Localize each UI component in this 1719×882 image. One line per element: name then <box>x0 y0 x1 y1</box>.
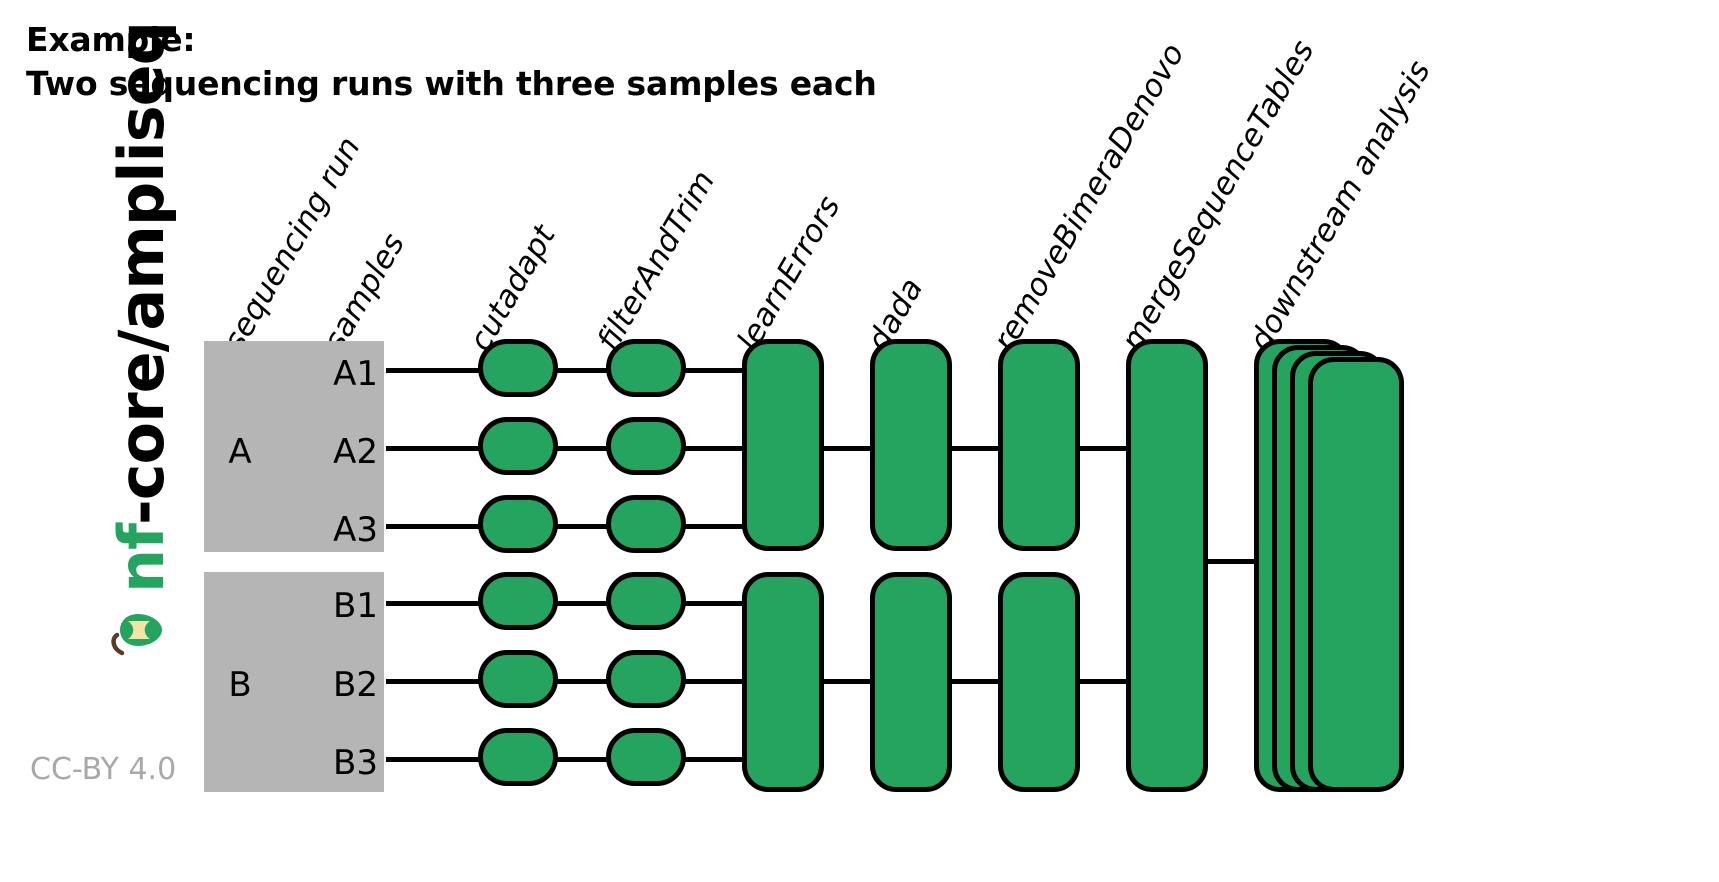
column-header-samples: samples <box>316 227 413 357</box>
edge-B2-cutadapt <box>386 679 482 684</box>
edge-cutadapt-filter-A2 <box>552 446 610 451</box>
node-filterandtrim-B1[interactable] <box>606 572 686 630</box>
edge-filter-learnerrors-A3 <box>682 524 746 529</box>
column-header-learnerrors: learnErrors <box>730 190 848 357</box>
edge-cutadapt-filter-B3 <box>552 757 610 762</box>
node-dada-A[interactable] <box>870 339 952 551</box>
node-filterandtrim-B2[interactable] <box>606 650 686 708</box>
nf-core-apple-logo-icon <box>110 597 168 663</box>
edge-B1-cutadapt <box>386 601 482 606</box>
edge-filter-learnerrors-A2 <box>682 446 746 451</box>
nf-core-branding: nf-core/ampliseq <box>12 22 178 663</box>
edge-dada-bimera-B <box>948 679 1006 684</box>
brand-wordmark: nf-core/ampliseq <box>105 22 178 593</box>
node-filterandtrim-A3[interactable] <box>606 495 686 553</box>
node-cutadapt-B2[interactable] <box>478 650 558 708</box>
title-line-2: Two sequencing runs with three samples e… <box>26 63 877 103</box>
column-header-cutadapt: cutadapt <box>462 219 563 357</box>
run-panel-B <box>204 572 384 792</box>
edge-cutadapt-filter-A1 <box>552 368 610 373</box>
sample-label-A3: A3 <box>333 510 378 550</box>
edge-cutadapt-filter-B1 <box>552 601 610 606</box>
edge-A2-cutadapt <box>386 446 482 451</box>
node-filterandtrim-A1[interactable] <box>606 339 686 397</box>
node-filterandtrim-A2[interactable] <box>606 417 686 475</box>
page-title: Example: Two sequencing runs with three … <box>26 18 877 105</box>
sample-label-A2: A2 <box>333 432 378 472</box>
node-dada-B[interactable] <box>870 572 952 792</box>
run-panel-A <box>204 341 384 552</box>
edge-cutadapt-filter-A3 <box>552 524 610 529</box>
run-label-B: B <box>228 665 252 705</box>
node-learnerrors-B[interactable] <box>742 572 824 792</box>
edge-filter-learnerrors-A1 <box>682 368 746 373</box>
sample-label-B3: B3 <box>333 743 378 783</box>
node-cutadapt-B3[interactable] <box>478 728 558 786</box>
edge-bimera-merge-B <box>1076 679 1134 684</box>
node-removebimeradenovo-A[interactable] <box>998 339 1080 551</box>
title-line-1: Example: <box>26 20 196 59</box>
edge-filter-learnerrors-B1 <box>682 601 746 606</box>
edge-A1-cutadapt <box>386 368 482 373</box>
node-stack-downstream-analysis <box>1254 339 1414 792</box>
sample-label-B1: B1 <box>333 586 378 626</box>
node-cutadapt-A2[interactable] <box>478 417 558 475</box>
edge-B3-cutadapt <box>386 757 482 762</box>
node-cutadapt-A3[interactable] <box>478 495 558 553</box>
edge-A3-cutadapt <box>386 524 482 529</box>
node-filterandtrim-B3[interactable] <box>606 728 686 786</box>
license-label: CC-BY 4.0 <box>30 752 177 787</box>
sample-label-A1: A1 <box>333 354 378 394</box>
run-label-A: A <box>228 432 252 472</box>
sample-label-B2: B2 <box>333 665 378 705</box>
node-cutadapt-A1[interactable] <box>478 339 558 397</box>
node-removebimeradenovo-B[interactable] <box>998 572 1080 792</box>
edge-dada-bimera-A <box>948 446 1006 451</box>
brand-prefix: nf <box>105 524 179 593</box>
edge-merge-downstream <box>1202 559 1260 564</box>
edge-cutadapt-filter-B2 <box>552 679 610 684</box>
edge-bimera-merge-A <box>1076 446 1134 451</box>
node-mergesequencetables[interactable] <box>1126 339 1208 792</box>
column-header-filterandtrim: filterAndTrim <box>590 164 723 357</box>
node-cutadapt-B1[interactable] <box>478 572 558 630</box>
brand-suffix: -core/ampliseq <box>105 21 179 525</box>
node-learnerrors-A[interactable] <box>742 339 824 551</box>
edge-learnerrors-dada-B <box>820 679 878 684</box>
downstream-analysis-card-4[interactable] <box>1308 357 1404 792</box>
edge-filter-learnerrors-B3 <box>682 757 746 762</box>
edge-learnerrors-dada-A <box>820 446 878 451</box>
edge-filter-learnerrors-B2 <box>682 679 746 684</box>
